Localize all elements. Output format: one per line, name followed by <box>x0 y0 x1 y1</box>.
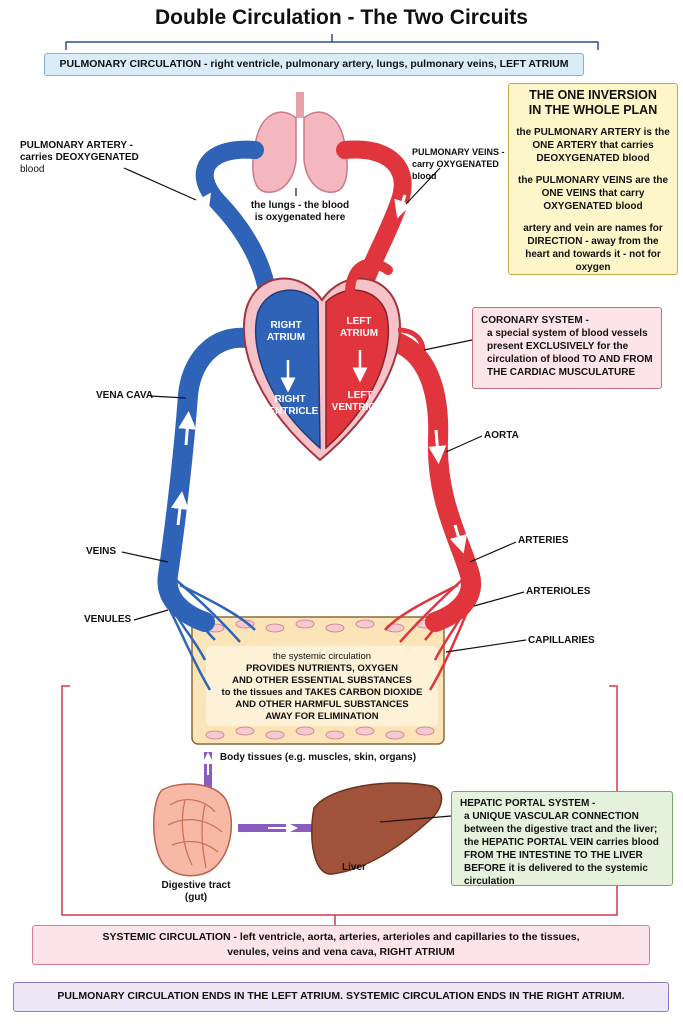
lungs-label: the lungs - the blood is oxygenated here <box>250 200 350 223</box>
left-ventricle-label: LEFT VENTRICLE <box>331 390 389 413</box>
venules-label: VENULES <box>84 614 132 625</box>
right-ventricle-label: RIGHT VENTRICLE <box>261 394 319 417</box>
inversion-note-veins: the PULMONARY VEINS are the ONE VEINS th… <box>517 175 669 212</box>
body-tissues-label: Body tissues (e.g. muscles, skin, organs… <box>219 752 417 763</box>
pulmonary-circulation-banner: PULMONARY CIRCULATION - right ventricle,… <box>44 53 584 76</box>
arterioles-label: ARTERIOLES <box>526 586 591 597</box>
digestive-tract-label: Digestive tract (gut) <box>161 880 231 903</box>
right-lung-shape <box>303 111 348 193</box>
inversion-note-direction: artery and vein are names for DIRECTION … <box>523 223 663 273</box>
left-lung-shape <box>252 111 297 193</box>
coronary-system-text: a special system of blood vessels presen… <box>487 328 653 378</box>
arteries-label: ARTERIES <box>518 535 569 546</box>
pulmonary-veins-label: PULMONARY VEINS - carry OXYGENATED blood <box>412 147 505 181</box>
inversion-note-artery: the PULMONARY ARTERY is the ONE ARTERY t… <box>516 127 670 164</box>
pulmonary-artery-vessel <box>195 140 277 305</box>
inversion-note-title: THE ONE INVERSION IN THE WHOLE PLAN <box>528 88 658 117</box>
coronary-system-box: CORONARY SYSTEM - a special system of bl… <box>472 307 662 389</box>
hepatic-portal-title: HEPATIC PORTAL SYSTEM - <box>460 798 596 809</box>
pulmonary-artery-label: PULMONARY ARTERY - carries DEOXYGENATED … <box>20 140 139 175</box>
systemic-circulation-banner: SYSTEMIC CIRCULATION - left ventricle, a… <box>32 925 650 965</box>
vena-cava-label: VENA CAVA <box>96 390 154 401</box>
coronary-system-title: CORONARY SYSTEM - <box>481 315 589 326</box>
vena-cava-vessel <box>157 327 268 632</box>
liver-label: Liver <box>342 862 366 873</box>
veins-label: VEINS <box>86 546 117 557</box>
hepatic-portal-text: a UNIQUE VASCULAR CONNECTION between the… <box>464 811 659 887</box>
digestive-tract-shape <box>153 783 233 877</box>
inversion-note-box: THE ONE INVERSION IN THE WHOLE PLAN the … <box>508 83 678 275</box>
aorta-vessel <box>380 330 481 632</box>
venules-branches <box>166 579 256 691</box>
summary-banner: PULMONARY CIRCULATION ENDS IN THE LEFT A… <box>13 982 669 1012</box>
leader-lines <box>121 167 527 823</box>
systemic-bracket <box>61 685 618 925</box>
systemic-function-text: the systemic circulation PROVIDES NUTRIE… <box>221 651 423 722</box>
coronary-vessel <box>397 327 426 362</box>
pulmonary-bracket <box>65 34 599 50</box>
aorta-label: AORTA <box>484 430 519 441</box>
left-atrium-label: LEFT ATRIUM <box>339 316 379 339</box>
liver-shape <box>311 782 443 875</box>
hepatic-portal-box: HEPATIC PORTAL SYSTEM - a UNIQUE VASCULA… <box>451 791 673 887</box>
capillaries-label: CAPILLARIES <box>528 635 595 646</box>
aortic-arch <box>345 258 393 295</box>
right-atrium-label: RIGHT ATRIUM <box>266 320 306 343</box>
page-title: Double Circulation - The Two Circuits <box>155 6 528 29</box>
